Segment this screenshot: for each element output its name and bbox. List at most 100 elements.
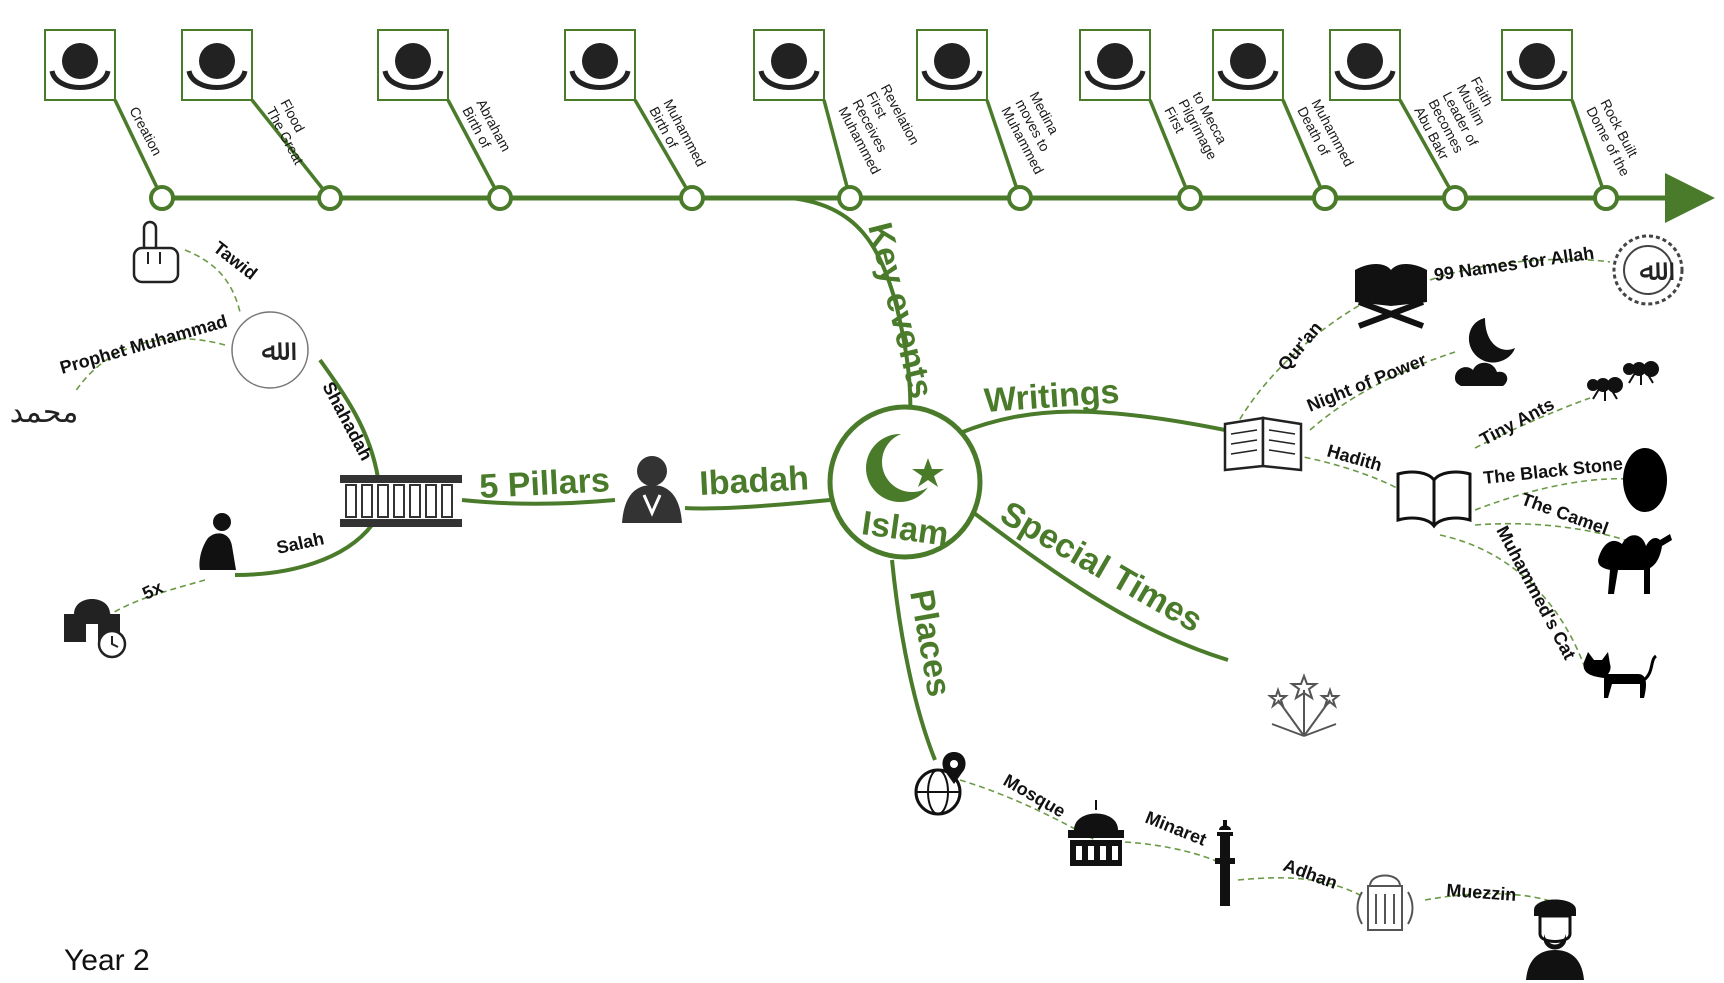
timeline-event: Birth ofAbraham (377, 29, 514, 211)
event-label: Death ofMuhammed (1294, 96, 1357, 176)
black-stone-label: The Black Stone (1482, 453, 1623, 488)
muhammad-calligraphy-icon (569, 43, 631, 90)
cat-label: Muhammed's Cat (1492, 522, 1579, 662)
timeline-node (679, 185, 705, 211)
event-connector (985, 99, 1022, 199)
event-label: The GreatFlood (263, 96, 321, 167)
timeline-node (837, 185, 863, 211)
adhan-label: Adhan (1281, 855, 1340, 893)
praying-person-icon (622, 456, 682, 523)
minaret-label: Minaret (1143, 807, 1210, 850)
timeline-node (317, 185, 343, 211)
salah-branch (234, 523, 374, 577)
writings-label: Writings (983, 373, 1121, 420)
timeline-node (149, 185, 175, 211)
black-stone-icon (1623, 448, 1667, 512)
dashed-connectors (74, 249, 1641, 906)
shahadah-label: Shahadah (318, 378, 376, 463)
svg-text:ﷲ: ﷲ (261, 333, 296, 368)
pillars-icon (340, 475, 462, 527)
event-label: MuhammedReceivesFirstRevelation (835, 81, 926, 176)
prophet-muhammad-label: Prophet Muhammad (58, 311, 230, 378)
ibadah-label: Ibadah (698, 459, 809, 503)
muezzin-label: Muezzin (1446, 880, 1517, 905)
special-times-branch (968, 508, 1229, 662)
shahadah-branch (318, 358, 380, 479)
timeline-event: FirstPilgrimageto Mecca (1079, 29, 1230, 211)
timeline-node (1007, 185, 1033, 211)
muhammad-calligraphy-icon: محمد (10, 395, 79, 430)
crescent-star-icon (866, 432, 944, 502)
ibadah-branch (684, 498, 831, 511)
prostrating-person-icon (199, 513, 236, 570)
mosque-icon (1068, 800, 1124, 866)
five-pillars-label: 5 Pillars (478, 461, 610, 506)
muezzin-icon (1526, 899, 1584, 980)
event-connector (1148, 99, 1192, 199)
event-label: Birth ofAbraham (459, 96, 514, 161)
event-label: Dome of theRock Built (1583, 96, 1647, 179)
quran-stand-icon (1355, 264, 1427, 329)
event-label: Abu BakrBecomesLeader ofMuslimFaith (1411, 74, 1509, 164)
mosque-label: Mosque (1000, 770, 1069, 821)
tawid-label: Tawid (210, 237, 261, 283)
hadith-book-icon (1396, 470, 1472, 529)
ants-icon (1587, 361, 1659, 401)
mosque-clock-icon (64, 599, 127, 659)
abraham-icon (382, 43, 444, 90)
event-connector (1398, 99, 1457, 199)
center-hub: Islam (827, 404, 983, 560)
event-label: Creation (126, 104, 165, 158)
quran-label: Qur'an (1274, 318, 1326, 375)
timeline-event: Dome of theRock Built (1501, 29, 1647, 211)
angel-icon (758, 43, 820, 90)
special-times-label: Special Times (994, 494, 1209, 640)
ark-icon (186, 43, 248, 90)
globe-pin-icon (914, 752, 966, 816)
names-label: 99 Names for Allah (1433, 243, 1596, 285)
timeline-node (487, 185, 513, 211)
event-connector (633, 99, 694, 199)
shahadah-calligraphy-icon: ﷲ (231, 311, 309, 389)
key-events-label: Key events (860, 219, 940, 402)
fireworks-icon (1267, 673, 1341, 737)
mosque-city-icon (921, 43, 983, 90)
key-events-branch (789, 196, 913, 419)
camel-label: The Camel (1519, 489, 1611, 539)
event-connector (113, 99, 164, 199)
minaret-icon (1215, 820, 1235, 906)
timeline-event: Birth ofMuhammed (564, 29, 709, 211)
allah-calligraphy-icon: ﷲ (1612, 234, 1684, 306)
kaaba-icon (1084, 43, 1146, 90)
pillars-branch (461, 498, 616, 506)
branch-lines (234, 196, 1229, 761)
timeline-event: MuhammedReceivesFirstRevelation (753, 29, 926, 211)
timeline-event: Abu BakrBecomesLeader ofMuslimFaith (1329, 29, 1509, 211)
open-book-icon (1223, 416, 1303, 472)
pointing-hand-icon (132, 220, 180, 284)
adhan-speaker-icon (1356, 874, 1414, 931)
timeline-event: The GreatFlood (181, 29, 343, 211)
writings-branch (959, 409, 1226, 435)
event-connector (1570, 99, 1608, 199)
timeline-node (1442, 185, 1468, 211)
tomb-icon (1217, 43, 1279, 90)
event-connector (1281, 99, 1327, 199)
tiny-ants-label: Tiny Ants (1476, 394, 1557, 450)
svg-text:محمد: محمد (10, 395, 79, 430)
event-connector (446, 99, 502, 199)
event-connector (250, 98, 332, 200)
timeline-event: Creation (44, 29, 175, 211)
event-connector (822, 99, 852, 199)
timeline-node (1177, 185, 1203, 211)
timeline-node (1312, 185, 1338, 211)
timeline-node (1593, 185, 1619, 211)
camel-icon (1598, 534, 1672, 594)
year-label: Year 2 (64, 944, 150, 977)
salah-label: Salah (275, 528, 326, 558)
cat-icon (1583, 652, 1658, 698)
timeline-event: Muhammedmoves toMedina (916, 29, 1062, 211)
ali-calligraphy-icon (1334, 43, 1396, 90)
dome-rock-icon (1506, 43, 1568, 90)
